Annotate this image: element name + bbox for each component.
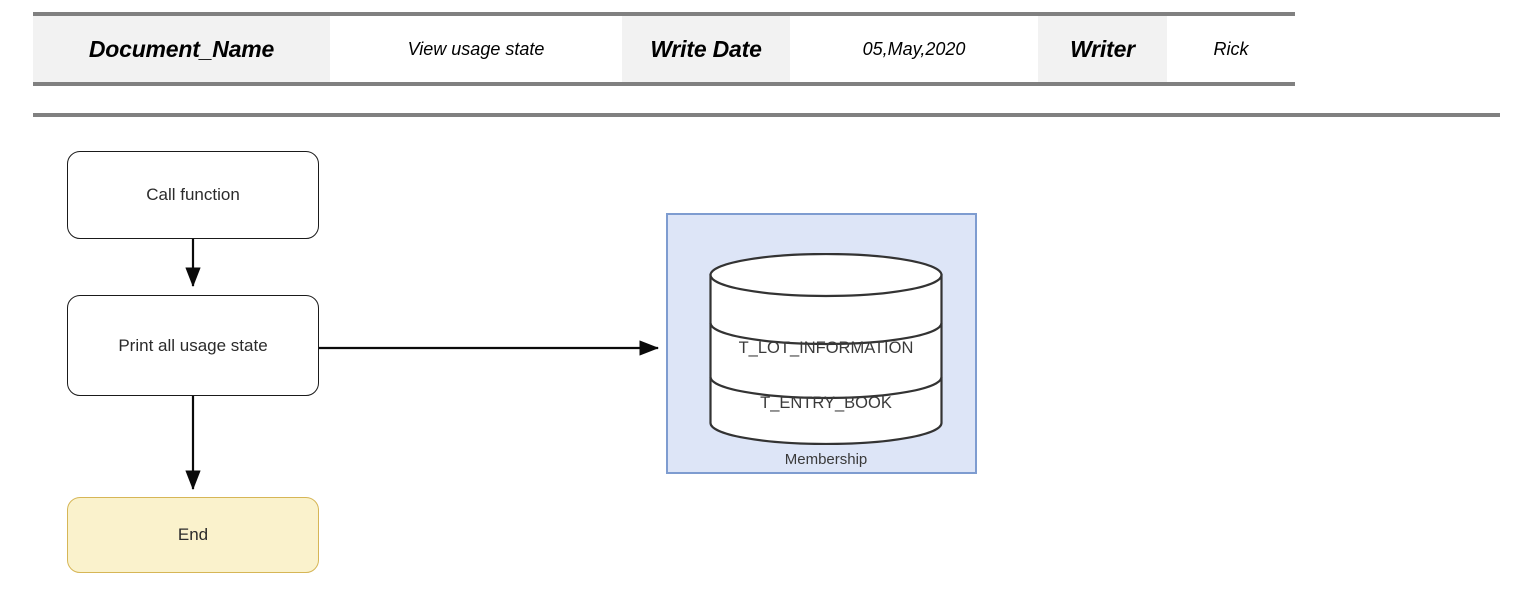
database-cylinder-shape xyxy=(709,252,943,446)
meta-label-writer: Writer xyxy=(1038,16,1167,82)
flowchart-node-end-label: End xyxy=(177,525,209,544)
flowchart-node-print-all-usage-state[interactable]: Print all usage state xyxy=(67,295,319,396)
database-section-label-membership: Membership xyxy=(784,451,868,468)
flowchart-node-print-all-usage-state-label: Print all usage state xyxy=(118,335,268,355)
database-group-container[interactable]: T_LOT_INFORMATION T_ENTRY_BOOK Membershi… xyxy=(666,213,977,474)
meta-value-writer: Rick xyxy=(1167,16,1295,82)
meta-label-write-date: Write Date xyxy=(622,16,790,82)
document-meta-table: Document_Name View usage state Write Dat… xyxy=(33,12,1295,86)
database-cylinder[interactable]: T_LOT_INFORMATION T_ENTRY_BOOK Membershi… xyxy=(709,252,943,468)
meta-value-write-date: 05,May,2020 xyxy=(790,16,1038,82)
flowchart-node-call-function-label: Call function xyxy=(146,185,240,204)
meta-label-document-name: Document_Name xyxy=(33,16,330,82)
flowchart-node-end[interactable]: End xyxy=(67,497,319,573)
meta-value-document-name: View usage state xyxy=(330,16,622,82)
header-separator-rule xyxy=(33,113,1500,117)
flowchart-node-call-function[interactable]: Call function xyxy=(67,151,319,239)
